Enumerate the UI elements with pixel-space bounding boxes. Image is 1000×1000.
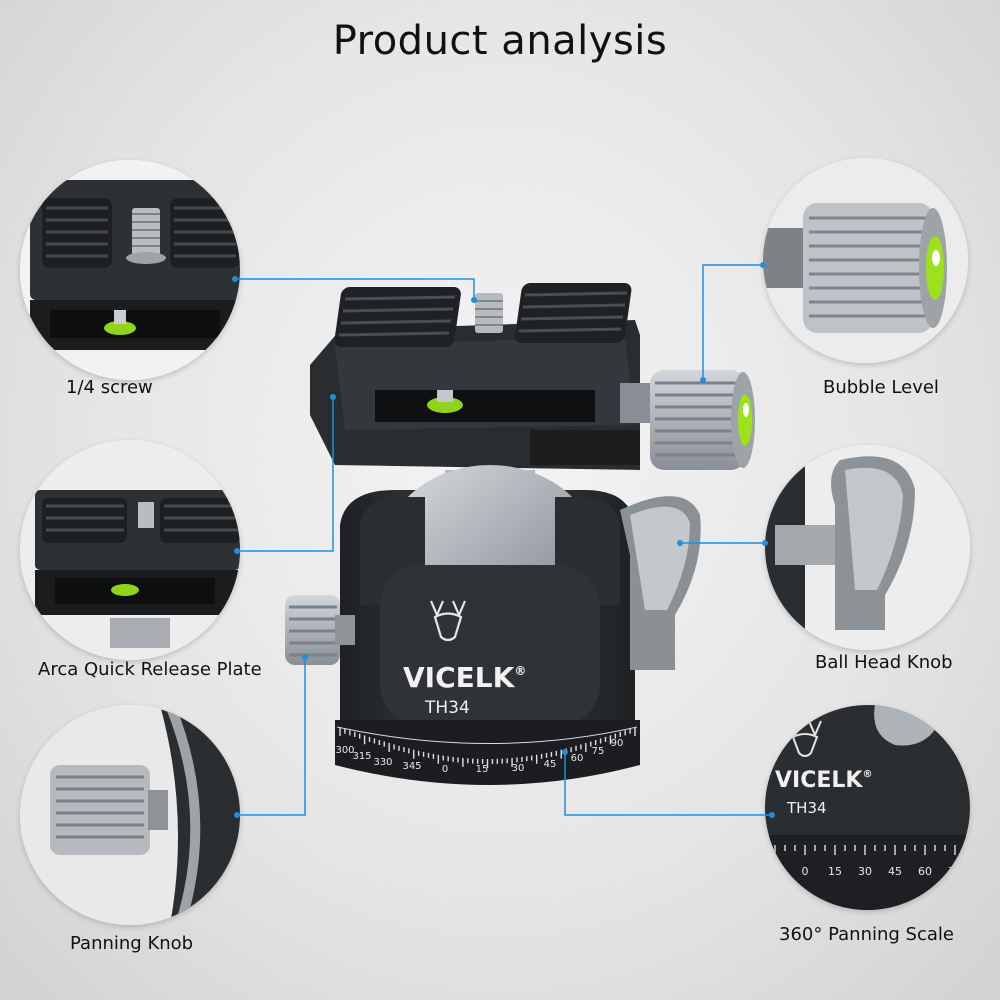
- page-title: Product analysis: [332, 18, 668, 64]
- scale-number: 90: [611, 738, 624, 749]
- panning-knob-detail-circle: [20, 705, 240, 925]
- scale-number: 15: [476, 764, 489, 775]
- ball-head-knob-label: Ball Head Knob: [815, 652, 953, 673]
- screw-detail-circle: [20, 160, 240, 380]
- bubble-level-label: Bubble Level: [823, 377, 939, 398]
- zoom-scale-number: 30: [858, 865, 872, 878]
- brand-name: VICELK: [403, 661, 516, 694]
- zoom-scale-number: 15: [828, 865, 842, 878]
- zoom-trademark: ®: [862, 769, 872, 780]
- ball-head-knob-detail-circle: [765, 445, 970, 650]
- zoom-brand-name: VICELK: [775, 768, 863, 793]
- zoom-scale-number: 45: [888, 865, 902, 878]
- zoom-scale-number: 0: [802, 865, 809, 878]
- scale-number: 30: [512, 763, 525, 774]
- deer-head-logo: [429, 600, 467, 642]
- screw-label: 1/4 screw: [66, 377, 153, 398]
- scale-number: 0: [442, 764, 448, 775]
- plate-label: Arca Quick Release Plate: [38, 659, 262, 680]
- trademark: ®: [514, 664, 526, 678]
- scale-number: 315: [352, 751, 371, 762]
- svg-text:VICELK®: VICELK®: [775, 768, 872, 793]
- panning-scale-label: 360° Panning Scale: [779, 924, 954, 945]
- svg-text:VICELK®: VICELK®: [403, 661, 526, 694]
- scale-number: 45: [544, 759, 557, 770]
- zoom-model-name: TH34: [786, 799, 827, 817]
- panning-scale-detail-circle: 0 15 30 45 60 75 VICELK® TH34: [765, 705, 970, 910]
- scale-number: 300: [335, 745, 354, 756]
- model-name: TH34: [424, 698, 470, 718]
- zoom-scale-number: 60: [918, 865, 932, 878]
- panning-knob-label: Panning Knob: [70, 933, 194, 954]
- scale-number: 60: [571, 753, 584, 764]
- scale-number: 330: [373, 757, 392, 768]
- bubble-level-detail-circle: [763, 158, 968, 363]
- plate-detail-circle: [20, 440, 240, 660]
- scale-number: 75: [592, 746, 605, 757]
- scale-number: 345: [402, 761, 421, 772]
- ball-head-product: VICELK® TH34 300 315 330 345 0 15 30 45 …: [285, 265, 785, 810]
